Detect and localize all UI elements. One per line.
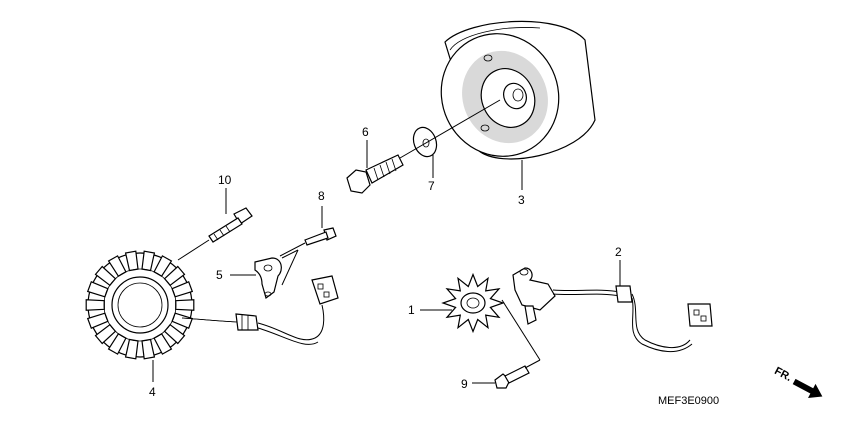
callout-5: 5 [216,268,223,282]
callout-6: 6 [362,125,369,139]
bolt9-axis-line [524,359,541,369]
callout-8: 8 [318,189,325,203]
callout-4: 4 [149,385,156,399]
stator-tooth [85,299,105,311]
stator-wire-harness [181,275,339,345]
small-bolt [304,227,337,246]
stator-bolt [208,207,253,243]
front-direction-indicator: FR. [772,365,823,398]
flange-bolt [346,154,404,194]
stator [85,250,195,360]
callout-10: 10 [218,173,232,187]
callout-7: 7 [428,179,435,193]
clamp-guide-line [281,249,299,259]
pulser-rotor [441,272,505,334]
callout-9: 9 [461,377,468,391]
front-direction-label: FR. [772,365,793,384]
bolt10-axis-line [177,239,210,261]
bolt8-axis-line [279,242,306,257]
bolt-axis-line [399,99,501,159]
pulse-generator-bolt [494,365,530,389]
front-arrow-icon [792,378,823,398]
callout-2: 2 [615,245,622,259]
clamp-guide-line-2 [281,249,299,286]
pulse-generator [512,267,713,352]
flywheel-rotor [440,20,596,160]
wire-clamp [254,257,282,300]
callout-3: 3 [518,193,525,207]
bolt9-guide-line [501,299,541,361]
washer [412,126,438,158]
stator-tooth [175,299,195,311]
diagram-code: MEF3E0900 [658,395,719,407]
callout-1: 1 [408,303,415,317]
